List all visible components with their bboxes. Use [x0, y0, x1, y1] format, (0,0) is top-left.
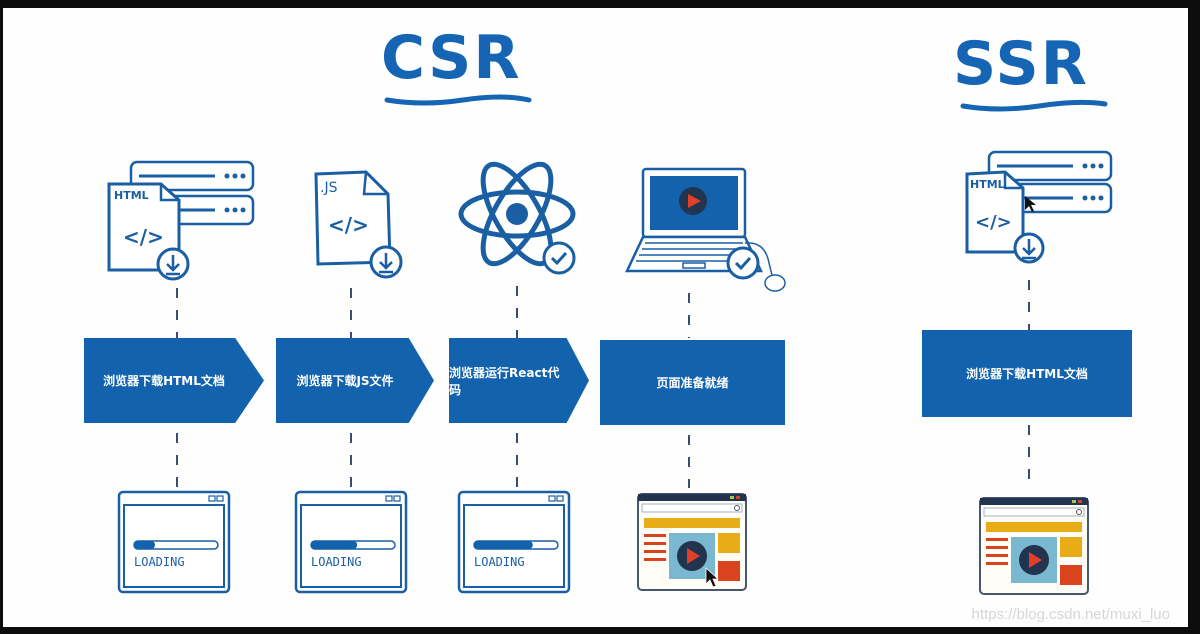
ssr-title-text: SSR — [953, 29, 1089, 99]
ssr-title-underline — [960, 99, 1108, 112]
code-label: </> — [975, 212, 1012, 233]
loading-text: LOADING — [311, 555, 362, 569]
window-button — [1072, 500, 1076, 503]
side-block — [718, 561, 740, 581]
window-button — [393, 495, 401, 502]
html-label: HTML — [970, 178, 1005, 191]
window-button — [385, 495, 393, 502]
play-triangle — [687, 548, 700, 564]
loading-screen: LOADING — [117, 490, 231, 594]
js-label: .JS — [320, 180, 338, 196]
csr-step-1: 浏览器下载HTML文档 — [84, 338, 264, 423]
progress-fill — [311, 541, 358, 549]
connector — [350, 433, 352, 488]
connector — [688, 435, 690, 488]
csr-title: CSR — [381, 28, 522, 88]
step-label: 浏览器下载JS文件 — [296, 374, 394, 388]
ssr-html-file-download-icon: HTML </> — [965, 150, 1113, 264]
mouse-cursor-icon — [1025, 196, 1036, 212]
csr-title-text: CSR — [381, 23, 522, 93]
step-label: 浏览器运行React代码 — [449, 365, 560, 397]
csr-step-4: 页面准备就绪 — [600, 340, 785, 425]
csr-step-2: 浏览器下载JS文件 — [276, 338, 434, 423]
address-bar — [641, 503, 743, 513]
search-icon — [1076, 509, 1082, 515]
csr-step-3: 浏览器运行React代码 — [449, 338, 589, 423]
ssr-rendered-page-screen — [979, 497, 1089, 595]
window-button — [548, 495, 556, 502]
side-block — [1060, 565, 1082, 585]
window-button — [216, 495, 224, 502]
check-icon — [726, 246, 760, 280]
loading-screen: LOADING — [457, 490, 571, 594]
text-line — [986, 562, 1008, 565]
laptop-check-icon — [625, 167, 786, 292]
header-banner — [986, 522, 1082, 532]
window-content — [463, 504, 565, 588]
connector — [176, 288, 178, 338]
window-button — [1078, 500, 1082, 503]
text-line — [644, 534, 666, 537]
address-bar — [983, 507, 1085, 517]
progress-fill — [474, 541, 533, 549]
loading-text: LOADING — [474, 555, 525, 569]
html-label: HTML — [114, 189, 149, 202]
code-label: </> — [123, 225, 164, 249]
text-line — [986, 554, 1008, 557]
window-button — [730, 496, 734, 499]
text-line — [986, 546, 1008, 549]
rendered-page-screen — [637, 493, 747, 591]
text-line — [986, 538, 1008, 541]
ssr-step-1: 浏览器下载HTML文档 — [922, 330, 1132, 417]
react-check-icon — [458, 161, 576, 275]
connector — [176, 433, 178, 488]
html-file-download-icon: HTML </> — [107, 160, 255, 281]
text-line — [644, 558, 666, 561]
step-label: 浏览器下载HTML文档 — [966, 367, 1088, 381]
js-file-download-icon: .JS </> — [314, 170, 403, 279]
side-block — [718, 533, 740, 553]
progress-fill — [134, 541, 155, 549]
side-block — [1060, 537, 1082, 557]
code-label: </> — [328, 213, 369, 237]
window-content — [123, 504, 225, 588]
play-triangle — [1029, 552, 1042, 568]
browser-titlebar — [638, 494, 746, 501]
check-icon — [542, 241, 576, 275]
text-line — [644, 542, 666, 545]
window-button — [736, 496, 740, 499]
mouse-cursor-icon — [705, 567, 720, 588]
search-icon — [734, 505, 740, 511]
connector — [516, 286, 518, 338]
diagram-canvas: CSR SSR HTML </> .JS </> — [3, 8, 1188, 627]
browser-titlebar — [980, 498, 1088, 505]
step-label: 页面准备就绪 — [656, 376, 729, 390]
text-line — [644, 550, 666, 553]
connector — [1028, 425, 1030, 485]
watermark: https://blog.csdn.net/muxi_luo — [971, 606, 1170, 623]
connector — [350, 288, 352, 338]
connector — [1028, 280, 1030, 330]
connector — [516, 433, 518, 488]
ssr-title: SSR — [953, 34, 1089, 94]
window-button — [556, 495, 564, 502]
header-banner — [644, 518, 740, 528]
window-content — [300, 504, 402, 588]
window-button — [208, 495, 216, 502]
loading-screen: LOADING — [294, 490, 408, 594]
csr-title-underline — [384, 94, 532, 106]
connector — [688, 293, 690, 338]
loading-text: LOADING — [134, 555, 185, 569]
step-label: 浏览器下载HTML文档 — [103, 374, 225, 388]
